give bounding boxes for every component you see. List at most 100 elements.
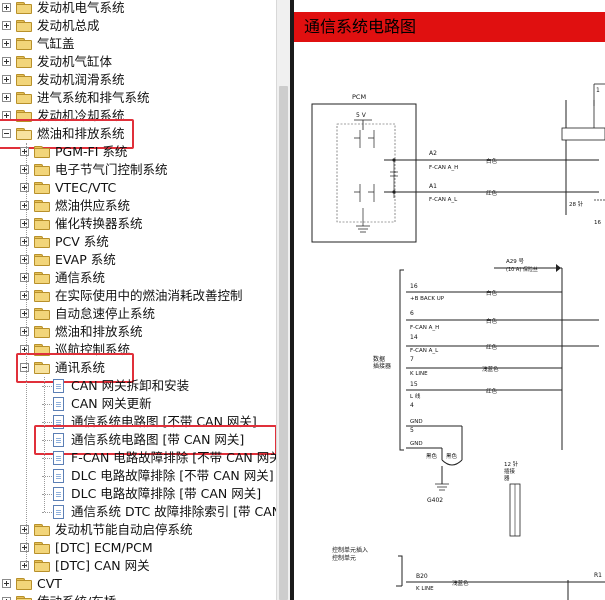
folder-icon [34,164,50,176]
document-pane: PCM 5 V A2 F-CAN A_H 白色 A1 F-CAN A_L 红色 … [294,0,605,600]
tree-item-label: 通信系统 DTC 故障排除索引 [带 CAN 网关] [71,504,276,519]
scrollbar-thumb[interactable] [279,86,288,600]
tree-item[interactable]: PCV 系统 [0,233,276,251]
collapse-minus-icon[interactable] [20,363,29,372]
expand-plus-icon[interactable] [2,579,11,588]
tree-item[interactable]: 燃油和排放系统 [0,125,276,143]
expand-plus-icon[interactable] [20,525,29,534]
expand-plus-icon[interactable] [20,201,29,210]
ground-g402: G402 [427,497,443,504]
tree-item[interactable]: EVAP 系统 [0,251,276,269]
document-icon [53,433,64,447]
expand-plus-icon[interactable] [2,21,11,30]
tree-item[interactable]: 通讯系统 [0,359,276,377]
pane-splitter[interactable] [290,0,294,600]
tree-item[interactable]: 燃油和排放系统 [0,323,276,341]
tree-item[interactable]: CAN 网关更新 [0,395,276,413]
tree-item[interactable]: 发动机电气系统 [0,0,276,17]
tree-item[interactable]: 自动怠速停止系统 [0,305,276,323]
tree-item-label: PCV 系统 [55,234,109,249]
tree-item-label: 通信系统电路图 [带 CAN 网关] [71,432,245,447]
folder-icon [34,344,50,356]
tree-item[interactable]: 燃油供应系统 [0,197,276,215]
tree-item-label: [DTC] ECM/PCM [55,540,153,555]
folder-icon [16,596,32,600]
expand-plus-icon[interactable] [20,219,29,228]
tree-item[interactable]: 发动机总成 [0,17,276,35]
tree-item-label: 气缸盖 [37,36,75,51]
dlc-bracket [399,269,404,451]
tree-item[interactable]: PGM-FI 系统 [0,143,276,161]
tree-item-label: 在实际使用中的燃油消耗改善控制 [55,288,243,303]
tree-item[interactable]: CAN 网关拆卸和安装 [0,377,276,395]
tree-item[interactable]: [DTC] CAN 网关 [0,557,276,575]
tree-item-label: DLC 电路故障排除 [带 CAN 网关] [71,486,262,501]
tree-item[interactable]: DLC 电路故障排除 [带 CAN 网关] [0,485,276,503]
pin-7: 7 [410,356,414,363]
tree-item-label: 发动机总成 [37,18,100,33]
folder-icon [16,56,32,68]
collapse-minus-icon[interactable] [2,129,11,138]
tree-item[interactable]: 通信系统电路图 [带 CAN 网关] [0,431,276,449]
expand-plus-icon[interactable] [20,291,29,300]
expand-plus-icon[interactable] [20,165,29,174]
expand-plus-icon[interactable] [2,93,11,102]
document-icon [53,487,64,501]
tree-item-label: VTEC/VTC [55,180,117,195]
folder-icon [34,308,50,320]
tree-item[interactable]: VTEC/VTC [0,179,276,197]
expand-plus-icon[interactable] [2,3,11,12]
gateway-label-1: 控制单元插入 [332,546,368,554]
document-icon [53,469,64,483]
pin-gnd: GND [410,419,423,425]
expand-plus-icon[interactable] [20,543,29,552]
expand-plus-icon[interactable] [20,309,29,318]
tree-item[interactable]: 发动机节能自动启停系统 [0,521,276,539]
pcm-label: PCM [352,93,366,101]
expand-plus-icon[interactable] [20,255,29,264]
pcm-inner-circuit [336,123,396,223]
tree-item-label: EVAP 系统 [55,252,116,267]
tree-item[interactable]: 在实际使用中的燃油消耗改善控制 [0,287,276,305]
wire-white-1: 白色 [486,157,498,165]
tree-item[interactable]: 催化转换器系统 [0,215,276,233]
highlight-box [0,119,134,149]
pin16-top: 16 [594,220,601,226]
wire-red-2: 红色 [486,343,498,351]
folder-icon [16,20,32,32]
expand-plus-icon[interactable] [2,75,11,84]
tree-item[interactable]: 传动系统/车桥 [0,593,276,600]
pin12-label-b: 插接 [504,467,516,475]
dlc-label-2: 插接器 [373,362,391,370]
tree-item[interactable]: DLC 电路故障排除 [不带 CAN 网关] [0,467,276,485]
tree-item[interactable]: 气缸盖 [0,35,276,53]
tree-item[interactable]: CVT [0,575,276,593]
tree-item[interactable]: 电子节气门控制系统 [0,161,276,179]
expand-plus-icon[interactable] [20,273,29,282]
tree-item[interactable]: 发动机气缸体 [0,53,276,71]
expand-plus-icon[interactable] [20,237,29,246]
pin-a2-label: A2 [429,150,437,157]
tree-item[interactable]: 进气系统和排气系统 [0,89,276,107]
tree-scrollbar[interactable] [276,0,290,600]
pin-fcanh: F-CAN A_H [410,325,439,331]
highlight-box [16,353,134,383]
expand-plus-icon[interactable] [20,561,29,570]
pin-fcanl: F-CAN A_L [410,348,439,354]
expand-plus-icon[interactable] [20,327,29,336]
tree-item[interactable]: 发动机润滑系统 [0,71,276,89]
wire-lblue-2: 浅蓝色 [452,579,469,587]
tree-item[interactable]: 通信系统 [0,269,276,287]
tree-item[interactable]: 通信系统 DTC 故障排除索引 [带 CAN 网关] [0,503,276,521]
tree-item[interactable]: F-CAN 电路故障排除 [不带 CAN 网关] [0,449,276,467]
fcan-l-label: F-CAN A_L [429,197,458,203]
expand-plus-icon[interactable] [2,57,11,66]
folder-icon [16,2,32,14]
folder-icon [34,326,50,338]
expand-plus-icon[interactable] [2,39,11,48]
expand-plus-icon[interactable] [20,147,29,156]
expand-plus-icon[interactable] [20,183,29,192]
folder-icon [34,200,50,212]
pin-gnd2: GND [410,441,423,447]
tree-item[interactable]: [DTC] ECM/PCM [0,539,276,557]
